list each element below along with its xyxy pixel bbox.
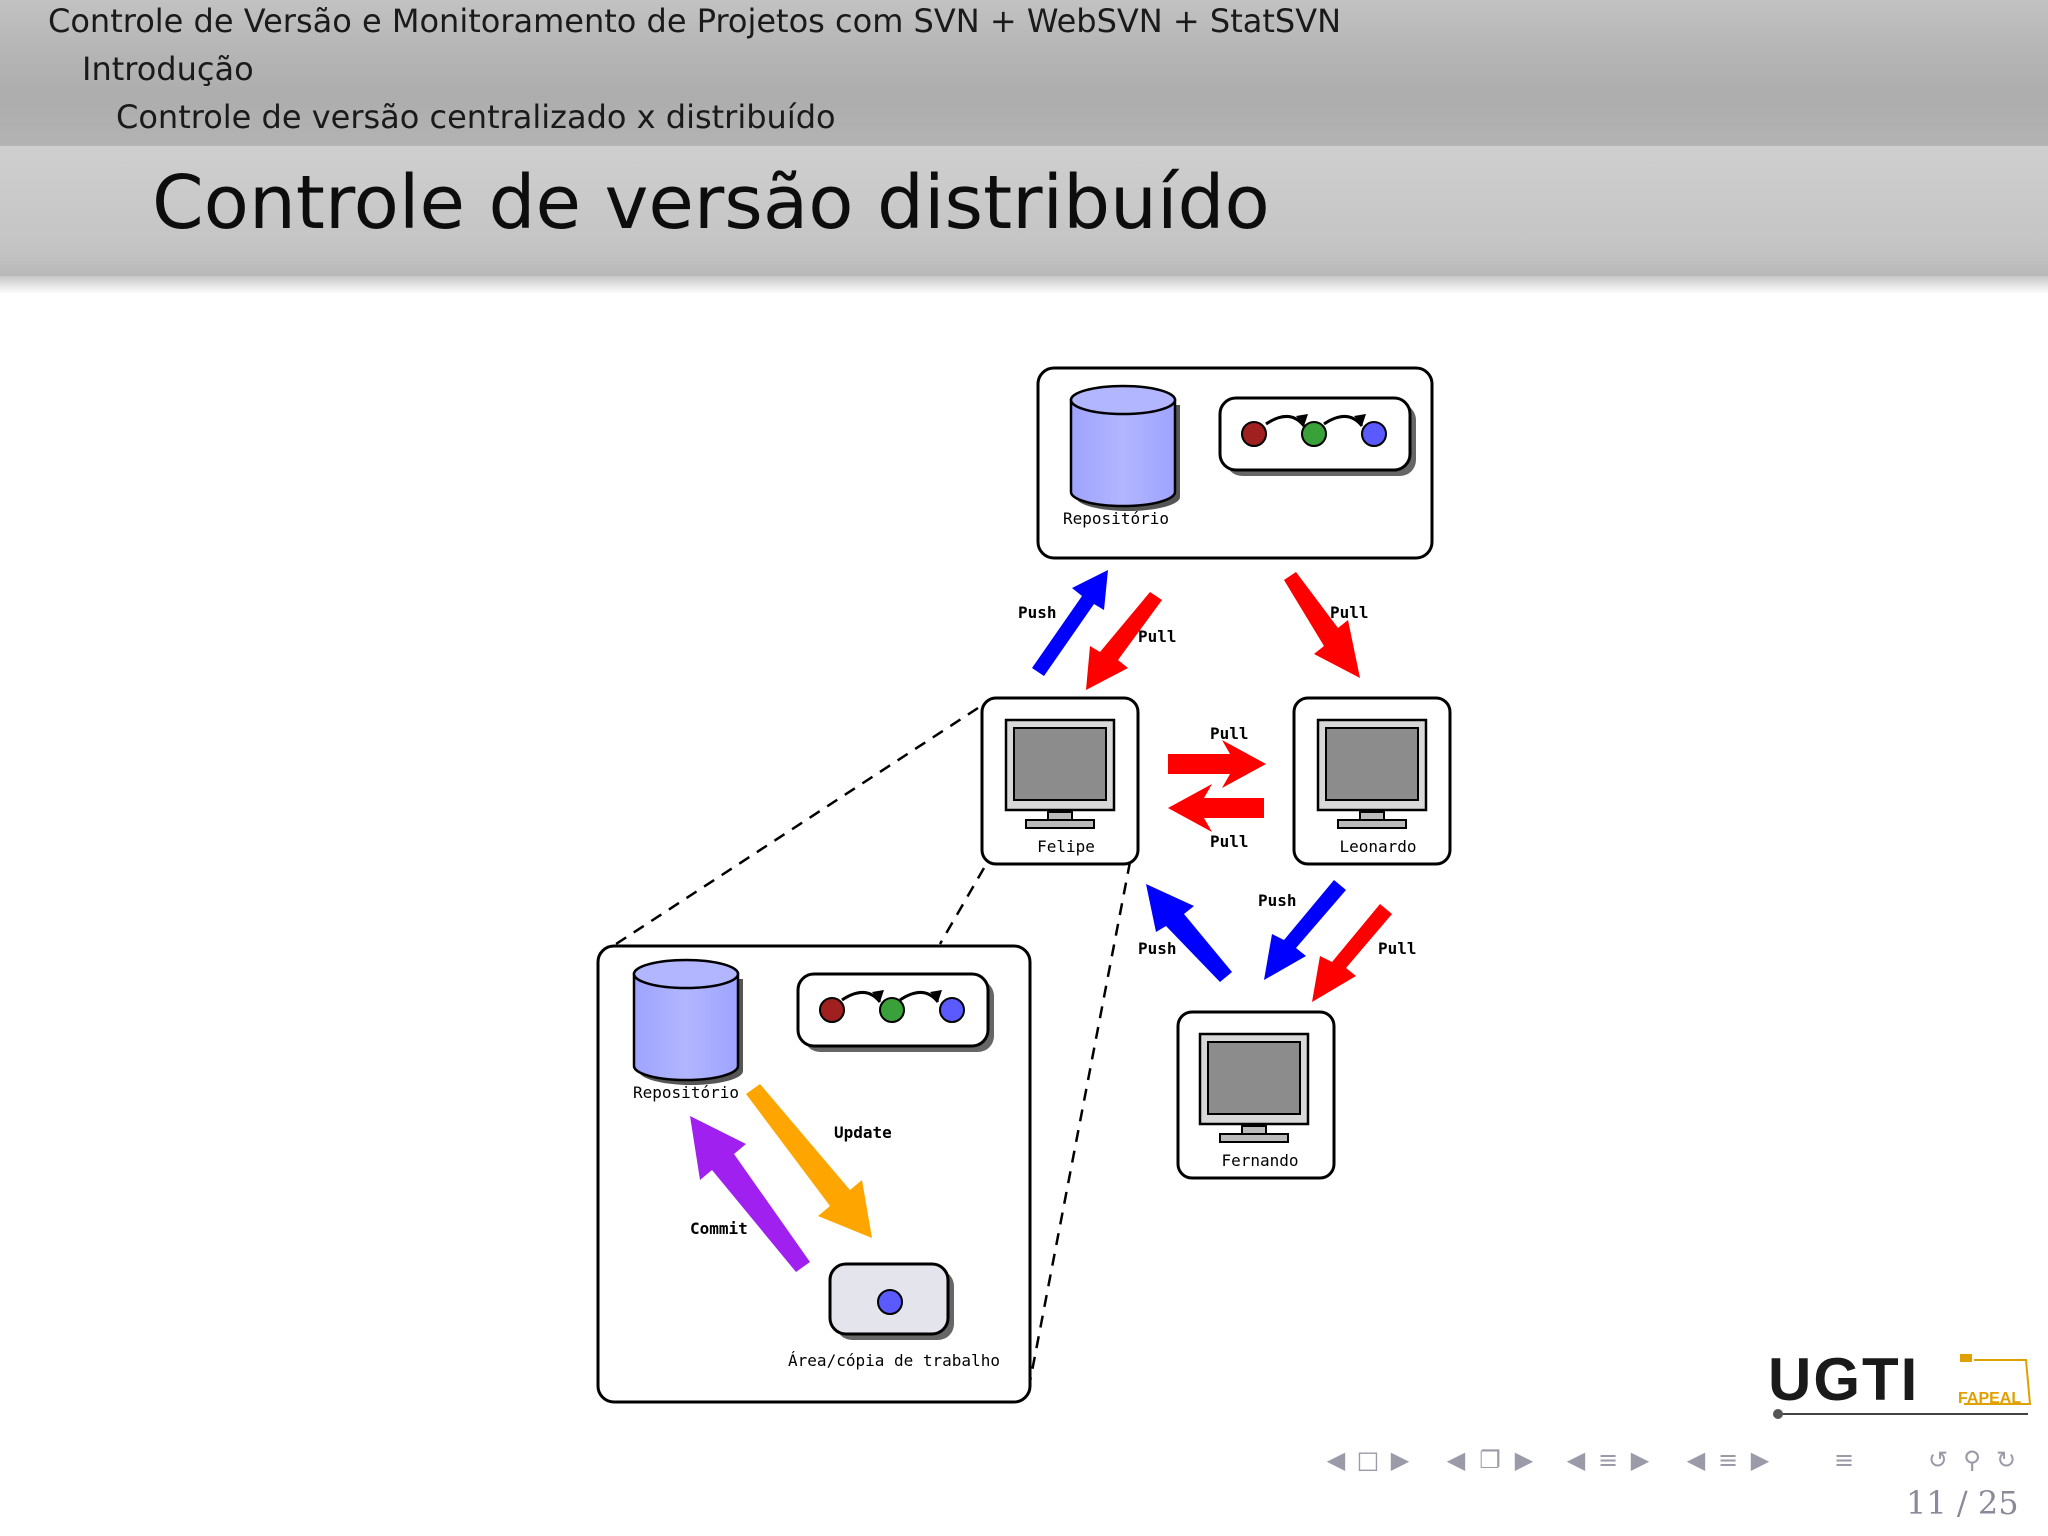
working-copy-icon [828, 1262, 954, 1340]
pull-arrow-repo-to-felipe [1086, 592, 1162, 690]
zoom-lines [615, 706, 1132, 1393]
nav-slide-prev-icon[interactable]: ◀ [1326, 1446, 1346, 1474]
label-leonardo-pull: Pull [1330, 603, 1369, 622]
local-repo-label: Repositório [633, 1083, 739, 1102]
label-pull-to-leonardo: Pull [1210, 724, 1249, 743]
nav-slide-next-icon[interactable]: ▶ [1390, 1446, 1410, 1474]
arrows [1032, 570, 1392, 1002]
header-band-subsection [0, 96, 2048, 146]
label-felipe-pull: Pull [1138, 627, 1177, 646]
working-copy-label: Área/cópia de trabalho [788, 1351, 1000, 1370]
nav-forward-icon[interactable]: ↻ [1995, 1446, 2017, 1474]
nav-search-icon[interactable]: ⚲ [1963, 1446, 1981, 1474]
nav-subsection-prev-icon[interactable]: ◀ [1566, 1446, 1586, 1474]
nav-slide-icon[interactable]: □ [1356, 1446, 1380, 1474]
monitor-icon [1004, 718, 1116, 829]
nav-subsection-next-icon[interactable]: ▶ [1630, 1446, 1650, 1474]
monitor-icon [1198, 1032, 1310, 1143]
computer-felipe: Felipe [980, 696, 1140, 866]
computer-label-felipe: Felipe [1037, 837, 1095, 856]
pull-arrow-leonardo-to-felipe [1168, 784, 1264, 832]
update-arrow [746, 1084, 872, 1238]
computer-leonardo: Leonardo [1292, 696, 1452, 866]
breadcrumb-section[interactable]: Introdução [82, 50, 254, 88]
nav-section-icon[interactable]: ≡ [1717, 1446, 1739, 1474]
label-fernando-push: Push [1138, 939, 1177, 958]
computer-label-leonardo: Leonardo [1339, 837, 1416, 856]
label-leonardo-push: Push [1258, 891, 1297, 910]
nav-toc-icon[interactable]: ≡ [1833, 1446, 1855, 1474]
database-icon [632, 958, 743, 1085]
push-arrow-leonardo-to-fernando [1264, 880, 1346, 980]
push-arrow-fernando-to-felipe [1146, 884, 1232, 982]
label-felipe-push: Push [1018, 603, 1057, 622]
database-icon [1069, 384, 1180, 511]
commit-label: Commit [690, 1219, 748, 1238]
local-repository-box: Repositório Update Commit Área/cópia de … [596, 944, 1032, 1404]
slide-title: Controle de versão distribuído [152, 160, 1270, 246]
logo-sub-text: FAPEAL [1958, 1390, 2021, 1407]
nav-subsection-icon[interactable]: ≡ [1597, 1446, 1619, 1474]
header-band-title [0, 146, 2048, 276]
push-arrow-felipe-to-repo [1032, 570, 1108, 676]
pull-arrow-felipe-to-leonardo [1168, 740, 1266, 788]
logo-main-text: UGTI [1768, 1348, 1919, 1413]
computer-label-fernando: Fernando [1221, 1151, 1298, 1170]
header-shadow [0, 276, 2048, 294]
header-band-presentation [0, 0, 2048, 48]
breadcrumb-subsection[interactable]: Controle de versão centralizado x distri… [116, 98, 836, 136]
commit-history-icon [1218, 396, 1416, 476]
nav-back-icon[interactable]: ↺ [1927, 1446, 1949, 1474]
update-label: Update [834, 1123, 892, 1142]
nav-frame-prev-icon[interactable]: ◀ [1446, 1446, 1466, 1474]
commit-history-icon [796, 972, 994, 1052]
page-number: 11 / 25 [1906, 1484, 2019, 1522]
header-band-section [0, 48, 2048, 96]
nav-section-prev-icon[interactable]: ◀ [1686, 1446, 1706, 1474]
label-leonardo-pull-fernando: Pull [1378, 939, 1417, 958]
pull-arrow-leonardo-pull-fernando [1312, 904, 1392, 1002]
beamer-navigation: ◀ □ ▶ ◀ ❐ ▶ ◀ ≡ ▶ ◀ ≡ ▶ ≡ ↺ ⚲ ↻ [1320, 1440, 2040, 1480]
central-repository-box: Repositório [1036, 366, 1434, 560]
nav-section-next-icon[interactable]: ▶ [1750, 1446, 1770, 1474]
nav-frame-next-icon[interactable]: ▶ [1514, 1446, 1534, 1474]
commit-arrow [690, 1116, 810, 1272]
computer-fernando: Fernando [1176, 1010, 1336, 1180]
breadcrumb-presentation[interactable]: Controle de Versão e Monitoramento de Pr… [48, 2, 1342, 40]
pull-arrow-repo-to-leonardo [1284, 572, 1360, 678]
label-pull-to-felipe: Pull [1210, 832, 1249, 851]
ugti-fapeal-logo: UGTI FAPEAL [1768, 1348, 2032, 1419]
central-repo-label: Repositório [1063, 509, 1169, 528]
nav-frame-icon[interactable]: ❐ [1479, 1446, 1501, 1474]
monitor-icon [1316, 718, 1428, 829]
